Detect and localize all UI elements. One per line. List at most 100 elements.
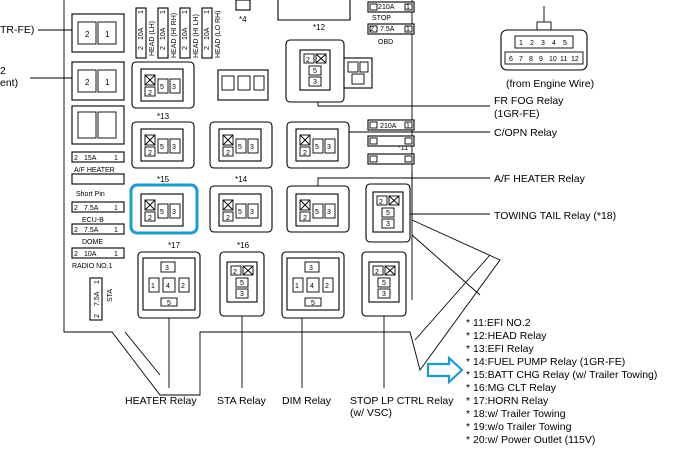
short-pin-label: Short Pin	[76, 191, 105, 198]
svg-text:* 16:MG CLT Relay: * 16:MG CLT Relay	[466, 382, 557, 394]
label-stoplp-relay-2: (w/ VSC)	[350, 407, 392, 419]
svg-text:2: 2	[204, 46, 211, 50]
svg-text:* 14:FUEL PUMP Relay (1GR-FE): * 14:FUEL PUMP Relay (1GR-FE)	[466, 356, 625, 368]
svg-text:* 12:HEAD Relay: * 12:HEAD Relay	[466, 330, 547, 342]
svg-text:1: 1	[138, 10, 145, 14]
svg-text:10A: 10A	[382, 4, 395, 11]
svg-text:2: 2	[182, 46, 189, 50]
svg-text:6: 6	[509, 56, 513, 63]
svg-text:HEAD (LO RH): HEAD (LO RH)	[215, 11, 222, 58]
label-heater-relay: HEATER Relay	[125, 395, 197, 407]
af-heater-label: A/F HEATER	[74, 167, 115, 174]
svg-text:7.5A: 7.5A	[380, 26, 395, 33]
svg-text:12: 12	[571, 56, 579, 63]
svg-text:1: 1	[182, 10, 189, 14]
svg-text:2: 2	[85, 30, 90, 39]
stop-label: STOP	[372, 15, 391, 22]
svg-text:1: 1	[94, 280, 101, 284]
svg-text:10A: 10A	[384, 123, 397, 130]
star-16: *16	[237, 241, 250, 250]
svg-text:1: 1	[406, 4, 410, 11]
svg-text:9: 9	[539, 56, 543, 63]
obd-label: OBD	[378, 39, 393, 46]
svg-text:1: 1	[204, 10, 211, 14]
svg-text:7: 7	[519, 56, 523, 63]
svg-text:* 11:EFI NO.2: * 11:EFI NO.2	[466, 317, 531, 329]
svg-text:10A: 10A	[84, 251, 97, 258]
svg-text:10A: 10A	[138, 27, 145, 40]
star-17: *17	[168, 241, 181, 250]
callout-frfog-1: FR FOG Relay	[494, 95, 564, 107]
svg-text:2: 2	[370, 26, 374, 33]
connector-caption: (from Engine Wire)	[506, 78, 594, 90]
star-11: *11	[398, 145, 408, 152]
svg-text:2: 2	[138, 46, 145, 50]
legend: * 11:EFI NO.2 * 12:HEAD Relay * 13:EFI R…	[466, 317, 657, 446]
svg-text:1: 1	[519, 40, 523, 47]
svg-text:2: 2	[74, 205, 78, 212]
svg-text:HEAD (HI RH): HEAD (HI RH)	[171, 13, 178, 58]
radio-label: RADIO NO.1	[72, 263, 113, 270]
left-label-trfe: TR-FE)	[0, 24, 34, 36]
svg-text:7.5A: 7.5A	[94, 291, 101, 306]
label-stoplp-relay-1: STOP LP CTRL Relay	[350, 395, 454, 407]
svg-text:8: 8	[529, 56, 533, 63]
star-4: *4	[239, 15, 247, 24]
svg-text:10A: 10A	[182, 27, 189, 40]
pointer-arrow-icon	[426, 355, 464, 385]
svg-text:2: 2	[85, 78, 90, 87]
svg-text:1: 1	[105, 30, 110, 39]
left-label-two: 2	[0, 65, 6, 77]
svg-text:7.5A: 7.5A	[84, 227, 99, 234]
star-12: *12	[313, 23, 326, 32]
label-sta-relay: STA Relay	[217, 395, 267, 407]
highlighted-relay	[129, 183, 199, 235]
svg-text:5: 5	[563, 40, 567, 47]
svg-text:2: 2	[74, 251, 78, 258]
svg-text:7.5A: 7.5A	[84, 205, 99, 212]
svg-text:2: 2	[74, 155, 78, 162]
callout-copn: C/OPN Relay	[494, 127, 558, 139]
svg-text:HEAD (HI LH): HEAD (HI LH)	[193, 14, 200, 58]
sta-fuse-label: STA	[107, 289, 114, 302]
svg-text:1: 1	[114, 205, 118, 212]
star-14: *14	[235, 175, 248, 184]
star-15: *15	[157, 175, 170, 184]
svg-text:1: 1	[105, 78, 110, 87]
svg-text:2: 2	[74, 227, 78, 234]
svg-text:* 15:BATT CHG Relay (w/ Traile: * 15:BATT CHG Relay (w/ Trailer Towing)	[466, 369, 657, 381]
label-dim-relay: DIM Relay	[282, 395, 332, 407]
engine-wire-connector: 1 2 3 4 5 6 7 8 9 10 11 12	[500, 6, 588, 71]
svg-text:1: 1	[406, 123, 410, 130]
svg-text:10A: 10A	[204, 27, 211, 40]
svg-text:1: 1	[114, 251, 118, 258]
svg-text:2: 2	[94, 314, 101, 318]
svg-text:* 19:w/o Trailer Towing: * 19:w/o Trailer Towing	[466, 421, 572, 433]
callout-frfog-2: (1GR-FE)	[494, 108, 540, 120]
star-13: *13	[157, 112, 170, 121]
dome-label: DOME	[82, 239, 103, 246]
svg-text:1: 1	[160, 10, 167, 14]
callout-afheater: A/F HEATER Relay	[494, 173, 586, 185]
svg-text:HEAD (LH): HEAD (LH)	[149, 21, 156, 56]
svg-text:4: 4	[552, 40, 556, 47]
svg-text:* 20:w/ Power Outlet (115V): * 20:w/ Power Outlet (115V)	[466, 434, 595, 446]
callout-towing: TOWING TAIL Relay (*18)	[494, 210, 616, 222]
svg-text:2: 2	[160, 46, 167, 50]
svg-text:11: 11	[560, 56, 567, 63]
svg-text:2: 2	[378, 4, 382, 11]
svg-text:15A: 15A	[84, 155, 97, 162]
ecub-label: ECU-B	[82, 217, 104, 224]
svg-text:10: 10	[549, 56, 557, 63]
svg-text:* 13:EFI Relay: * 13:EFI Relay	[466, 343, 534, 355]
svg-text:2: 2	[380, 123, 384, 130]
svg-text:10A: 10A	[160, 27, 167, 40]
svg-text:2: 2	[530, 40, 534, 47]
left-label-ent: ent)	[0, 77, 18, 89]
svg-text:1: 1	[114, 155, 118, 162]
svg-text:* 17:HORN Relay: * 17:HORN Relay	[466, 395, 549, 407]
svg-text:3: 3	[541, 40, 545, 47]
svg-text:* 18:w/ Trailer Towing: * 18:w/ Trailer Towing	[466, 408, 566, 420]
